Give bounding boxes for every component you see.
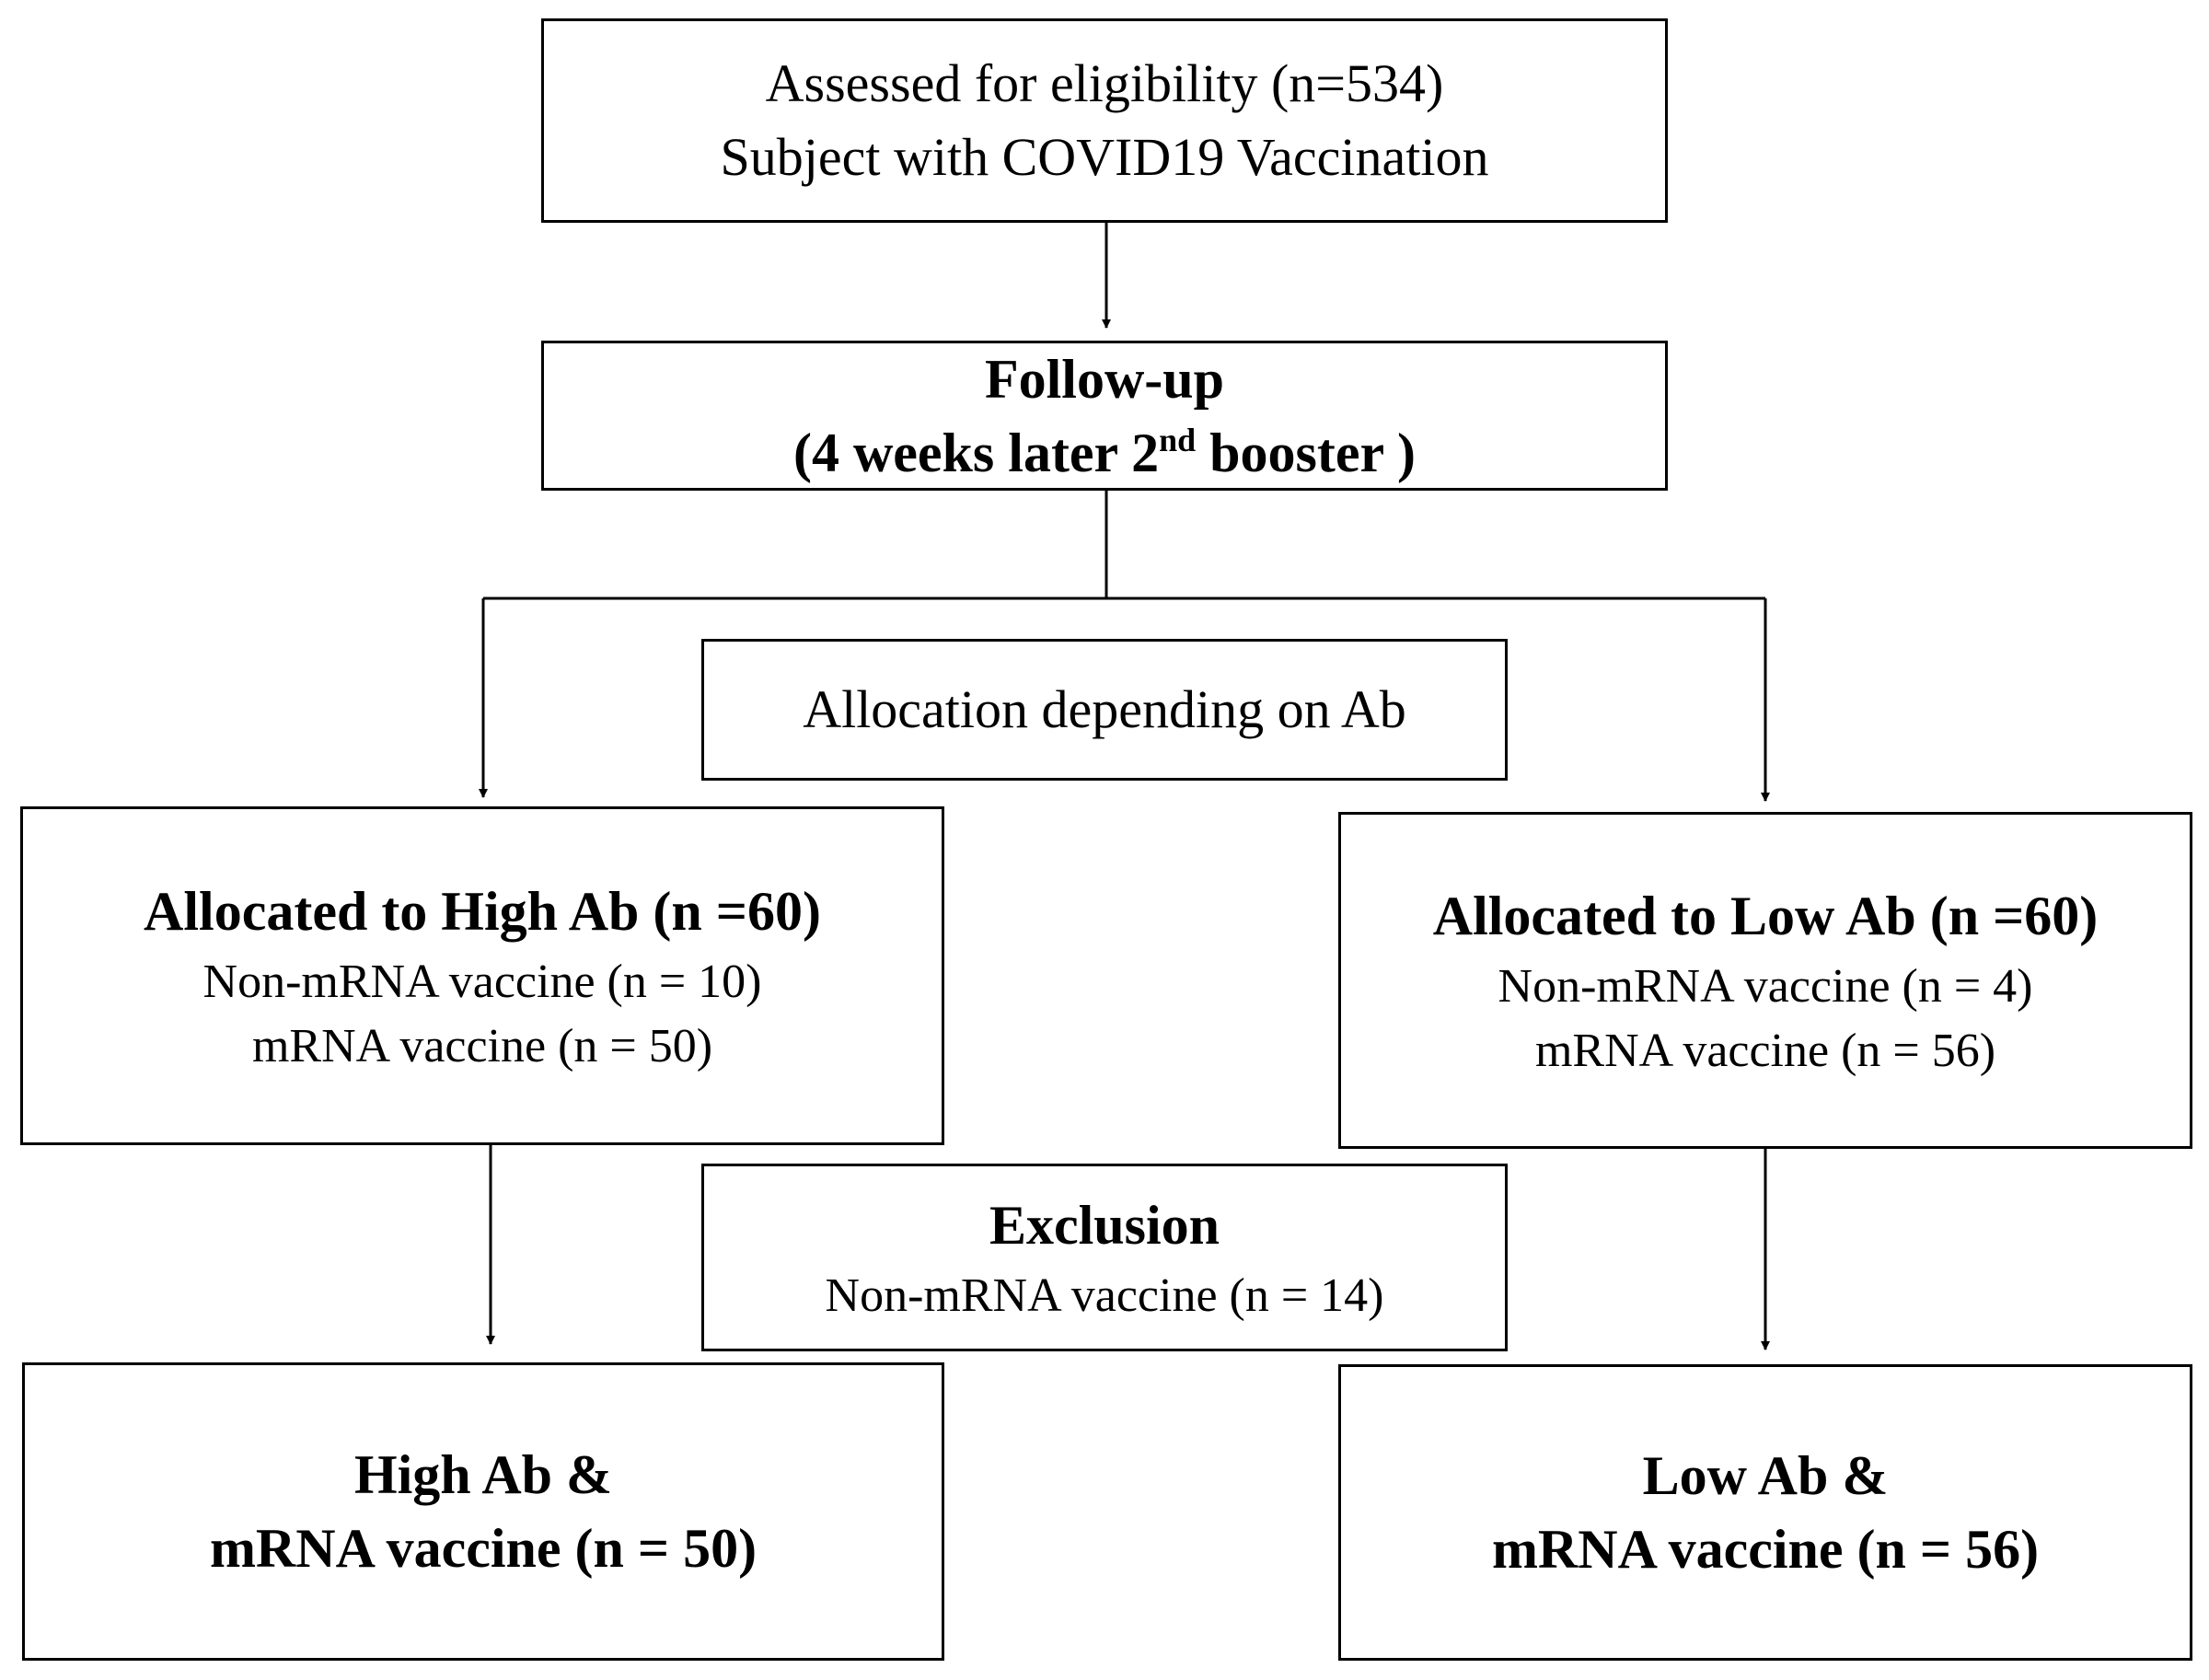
- exclusion-title: Exclusion: [989, 1195, 1220, 1256]
- followup-ordinal-suffix: nd: [1159, 421, 1197, 458]
- low-allocation-title: Allocated to Low Ab (n =60): [1432, 886, 2099, 946]
- followup-line-2-post: booster ): [1196, 422, 1417, 483]
- high-allocation-box: Allocated to High Ab (n =60) Non-mRNA va…: [20, 806, 944, 1145]
- high-allocation-non-mrna: Non-mRNA vaccine (n = 10): [202, 956, 762, 1008]
- high-allocation-title: Allocated to High Ab (n =60): [144, 881, 821, 942]
- followup-box: Follow-up (4 weeks later 2nd booster ): [541, 341, 1668, 491]
- assessed-line-1: Assessed for eligibility (n=534): [765, 53, 1444, 113]
- assessed-box: Assessed for eligibility (n=534) Subject…: [541, 18, 1668, 223]
- followup-line-2-pre: (4 weeks later 2: [792, 422, 1160, 483]
- exclusion-box: Exclusion Non-mRNA vaccine (n = 14): [701, 1164, 1508, 1351]
- high-allocation-mrna: mRNA vaccine (n = 50): [251, 1020, 713, 1072]
- followup-line-2: (4 weeks later 2nd booster ): [793, 416, 1416, 490]
- allocation-box: Allocation depending on Ab: [701, 639, 1508, 781]
- allocation-label: Allocation depending on Ab: [803, 679, 1406, 739]
- high-final-box: High Ab & mRNA vaccine (n = 50): [22, 1362, 944, 1661]
- followup-line-1: Follow-up: [984, 348, 1225, 410]
- low-final-line-1: Low Ab &: [1642, 1445, 1889, 1506]
- low-final-box: Low Ab & mRNA vaccine (n = 56): [1338, 1364, 2192, 1661]
- exclusion-non-mrna: Non-mRNA vaccine (n = 14): [825, 1269, 1384, 1322]
- high-final-line-2: mRNA vaccine (n = 50): [209, 1518, 758, 1579]
- assessed-line-2: Subject with COVID19 Vaccination: [720, 127, 1489, 187]
- low-allocation-non-mrna: Non-mRNA vaccine (n = 4): [1498, 960, 2033, 1013]
- low-allocation-box: Allocated to Low Ab (n =60) Non-mRNA vac…: [1338, 812, 2192, 1149]
- low-allocation-mrna: mRNA vaccine (n = 56): [1534, 1025, 1996, 1077]
- low-final-line-2: mRNA vaccine (n = 56): [1491, 1519, 2040, 1580]
- high-final-line-1: High Ab &: [353, 1444, 613, 1505]
